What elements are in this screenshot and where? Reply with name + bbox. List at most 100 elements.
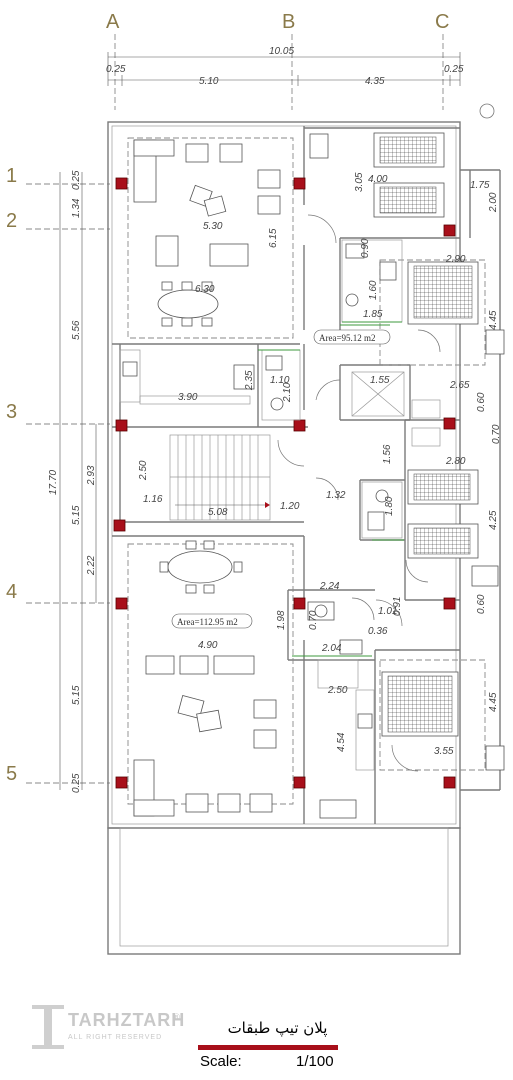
room-dim: 2.35 [244, 370, 255, 391]
bed-mid-2 [407, 523, 479, 559]
column-c4 [443, 597, 456, 610]
room-dim: 2.80 [445, 456, 466, 467]
room-dim: 0.60 [476, 594, 487, 614]
column-b1 [293, 177, 306, 190]
bathroom-south [292, 601, 372, 657]
room-dim: 4.90 [198, 640, 218, 651]
title-underline [198, 1045, 338, 1050]
room-dim: 6.30 [195, 284, 215, 295]
room-dim: 0.36 [368, 626, 388, 637]
sofa-north [133, 139, 175, 203]
room-dim: 1.01 [378, 606, 397, 617]
room-dim: 3.55 [434, 746, 454, 757]
dim-row-d5: 5.15 [71, 685, 82, 705]
kitchen-north [119, 349, 255, 405]
room-dim: 0.70 [491, 424, 502, 444]
area-label-north: Area=95.12 m2 [319, 333, 376, 343]
dim-row-d2: 1.34 [71, 198, 82, 218]
grid-label-b: B [282, 11, 295, 33]
room-dim: 3.90 [178, 392, 198, 403]
dim-right-margin: 0.25 [444, 64, 464, 75]
scale-label: Scale: [200, 1053, 242, 1070]
elevator-shaft [351, 371, 405, 417]
room-dim: 4.00 [368, 174, 388, 185]
column-a5 [115, 776, 128, 789]
dim-row-d6: 0.25 [71, 773, 82, 793]
room-dim: 1.75 [470, 180, 490, 191]
dim-overall-height: 17.70 [48, 470, 59, 495]
column-c2 [443, 224, 456, 237]
column-a-mid [113, 519, 126, 532]
dim-left-margin: 0.25 [106, 64, 126, 75]
bed-mid-1 [407, 469, 479, 505]
room-dim: 1.20 [280, 501, 300, 512]
armchairs-north [185, 143, 281, 217]
room-dim: 2.50 [327, 685, 348, 696]
room-dim: 2.50 [138, 460, 149, 481]
dim-row-d4: 5.15 [71, 505, 82, 525]
room-dim: 2.65 [449, 380, 470, 391]
grid-label-1: 1 [6, 165, 17, 187]
dim-row-d7: 2.93 [86, 465, 97, 486]
room-dim: 0.90 [360, 238, 371, 258]
room-dimensions: 3.05 4.00 1.75 2.00 5.30 6.15 0.90 2.90 … [138, 172, 502, 757]
dining-south [159, 540, 243, 594]
dim-span-ab: 5.10 [199, 76, 219, 87]
dim-overall-width: 10.05 [269, 46, 294, 57]
room-dim: 1.80 [384, 496, 395, 516]
sofa-south-bottom [133, 759, 273, 817]
grid-label-4: 4 [6, 581, 17, 603]
room-dim: 2.04 [321, 643, 342, 654]
scale-value: 1/100 [296, 1053, 334, 1070]
room-dim: 4.54 [336, 732, 347, 752]
room-dim: 4.45 [488, 310, 499, 330]
room-dim: 1.10 [270, 375, 290, 386]
bathroom-mid [361, 481, 403, 539]
tarhztarh-logo-mark [32, 1005, 64, 1049]
sofa-south [145, 655, 277, 749]
room-dim: 2.00 [488, 192, 499, 213]
column-b3 [293, 419, 306, 432]
bed-north-3 [407, 261, 479, 325]
room-dim: 1.56 [382, 444, 393, 464]
room-dim: 1.85 [363, 309, 383, 320]
kitchen-south [317, 659, 375, 819]
room-dim: 1.32 [326, 490, 346, 501]
room-dim: 0.60 [476, 392, 487, 412]
room-dim: 3.05 [354, 172, 365, 192]
area-label-south: Area=112.95 m2 [177, 617, 238, 627]
logo-wordmark: TARHZTARH [68, 1010, 186, 1030]
room-dim: 0.70 [308, 610, 319, 630]
dim-row-d8: 2.22 [86, 555, 97, 576]
bed-south [381, 671, 459, 737]
dining-north [155, 235, 249, 327]
dim-row-d3: 5.56 [71, 320, 82, 340]
room-dim: 5.08 [208, 507, 228, 518]
registered-mark: ® [172, 1013, 181, 1023]
staircase [169, 434, 271, 521]
room-dim: 6.15 [268, 228, 279, 248]
room-dim: 2.24 [319, 581, 340, 592]
room-dim: 1.16 [143, 494, 163, 505]
room-dim: 1.60 [368, 280, 379, 300]
dim-row-d1: 0.25 [71, 170, 82, 190]
column-b5 [293, 776, 306, 789]
column-c5 [443, 776, 456, 789]
room-dim: 5.30 [203, 221, 223, 232]
dim-span-bc: 4.35 [365, 76, 385, 87]
room-dim: 0.91 [392, 597, 403, 616]
column-a4 [115, 597, 128, 610]
room-dim: 4.25 [488, 510, 499, 530]
room-dim: 2.10 [282, 382, 293, 403]
room-dim: 2.90 [445, 254, 466, 265]
grid-label-c: C [435, 11, 449, 33]
room-dim: 4.45 [488, 692, 499, 712]
bed-north-2 [373, 182, 445, 218]
room-dim: 1.55 [370, 375, 390, 386]
bathroom-center [261, 349, 301, 421]
column-c3 [443, 417, 456, 430]
bathroom-north [341, 239, 403, 323]
logo-tagline: ALL RIGHT RESERVED [68, 1034, 163, 1041]
grid-label-2: 2 [6, 210, 17, 232]
